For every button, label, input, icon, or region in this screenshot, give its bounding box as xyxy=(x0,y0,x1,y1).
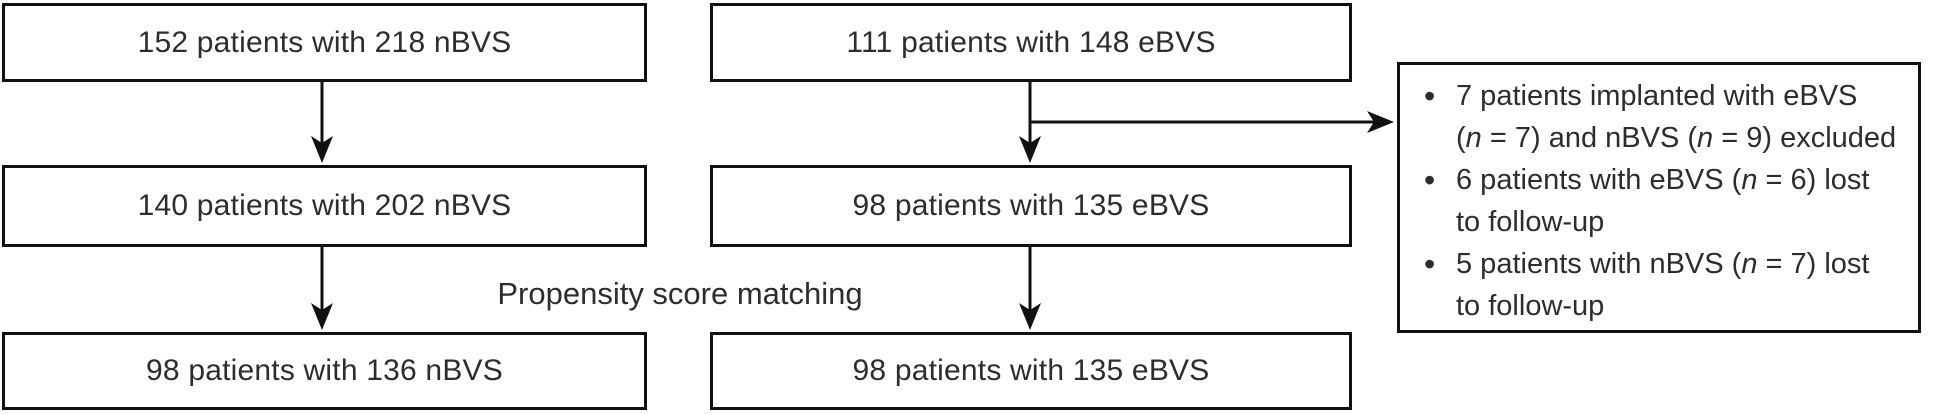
exclusion-item-line: to follow-up xyxy=(1456,290,1605,322)
exclusion-item: 7 patients implanted with eBVS (n = 7) an… xyxy=(1400,75,1912,159)
propensity-score-matching-label: Propensity score matching xyxy=(497,276,863,311)
exclusion-item: 6 patients with eBVS (n = 6) lost to foll… xyxy=(1400,159,1912,243)
down-arrow-nbvs-1 xyxy=(311,82,333,163)
exclusion-item: 5 patients with nBVS (n = 7) lost to foll… xyxy=(1400,243,1912,327)
flow-box-nbvs-after-exclusion: 140 patients with 202 nBVS xyxy=(2,165,647,247)
flow-box-ebvs-enrolled: 111 patients with 148 eBVS xyxy=(710,3,1352,82)
flow-box-nbvs-matched: 98 patients with 136 nBVS xyxy=(2,332,647,410)
exclusion-item-line: 5 patients with nBVS (n = 7) lost xyxy=(1456,248,1870,280)
exclusion-item-line: 6 patients with eBVS (n = 6) lost xyxy=(1456,164,1870,196)
down-arrow-ebvs-2 xyxy=(1019,247,1041,330)
flow-box-label: 98 patients with 135 eBVS xyxy=(852,354,1210,387)
flow-box-ebvs-matched: 98 patients with 135 eBVS xyxy=(710,332,1352,410)
exclusion-box: 7 patients implanted with eBVS (n = 7) an… xyxy=(1397,62,1921,333)
exclusion-item-line: 7 patients implanted with eBVS xyxy=(1456,80,1858,112)
flow-box-label: 111 patients with 148 eBVS xyxy=(846,25,1216,59)
down-arrow-ebvs-1 xyxy=(1019,82,1041,163)
exclusion-branch-arrow xyxy=(1030,111,1394,133)
flow-box-ebvs-after-exclusion: 98 patients with 135 eBVS xyxy=(710,165,1352,247)
flow-box-label: 98 patients with 135 eBVS xyxy=(852,189,1210,222)
flow-box-nbvs-enrolled: 152 patients with 218 nBVS xyxy=(2,3,647,82)
exclusion-item-line: to follow-up xyxy=(1456,206,1605,238)
flow-box-label: 140 patients with 202 nBVS xyxy=(137,189,512,222)
flow-box-label: 98 patients with 136 nBVS xyxy=(146,354,503,387)
exclusion-item-line: (n = 7) and nBVS (n = 9) excluded xyxy=(1456,122,1897,154)
flow-box-label: 152 patients with 218 nBVS xyxy=(137,25,512,59)
down-arrow-nbvs-2 xyxy=(311,247,333,330)
exclusion-list: 7 patients implanted with eBVS (n = 7) an… xyxy=(1400,65,1918,327)
